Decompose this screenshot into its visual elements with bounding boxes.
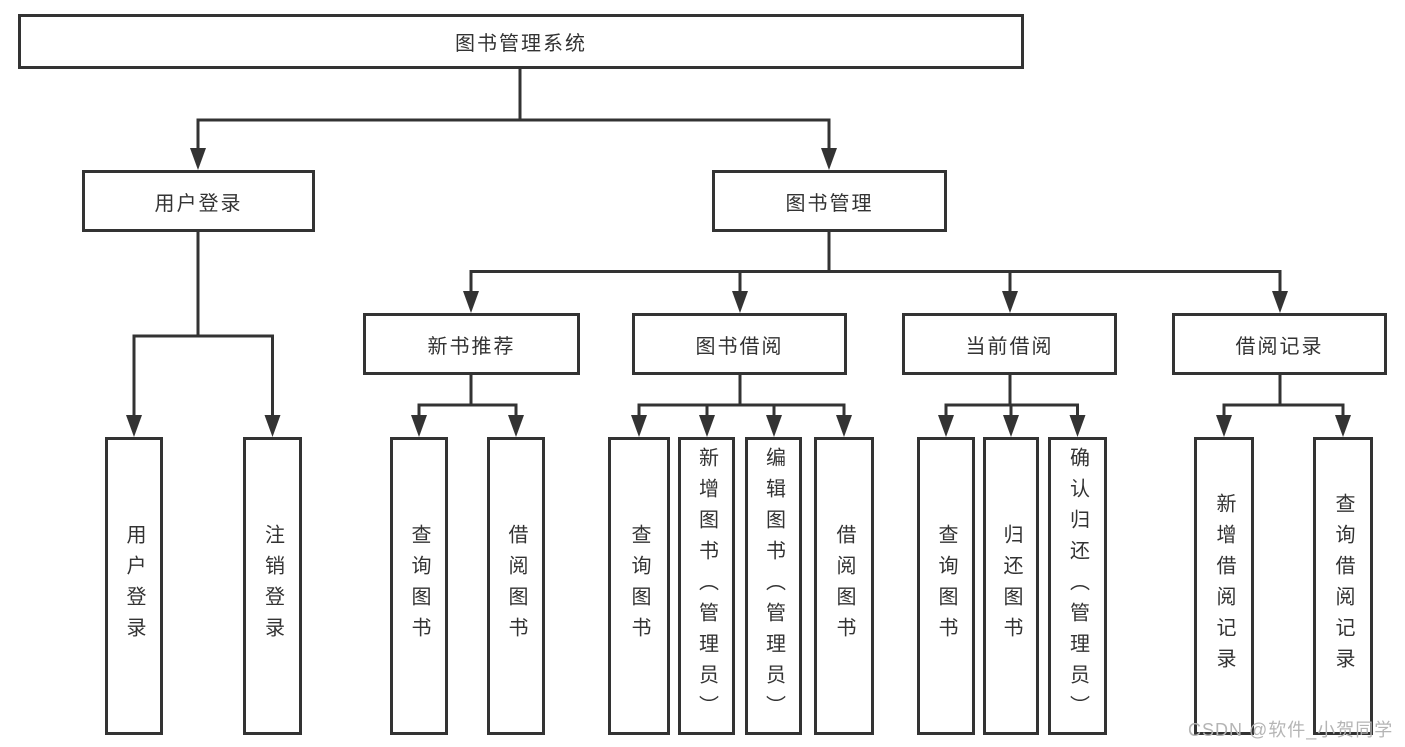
leaf-label: 查询借阅记录 bbox=[1332, 493, 1354, 679]
connector-user-split bbox=[132, 334, 274, 418]
arrow-down-icon bbox=[126, 415, 142, 437]
arrow-down-icon bbox=[699, 415, 715, 437]
arrow-down-icon bbox=[1216, 415, 1232, 437]
leaf-label: 查询图书 bbox=[628, 524, 650, 648]
arrow-down-icon bbox=[508, 415, 524, 437]
node-leaf-query-books-3: 查询图书 bbox=[917, 437, 975, 735]
node-root-library-system: 图书管理系统 bbox=[18, 14, 1024, 69]
connector-records-split bbox=[1222, 403, 1345, 418]
node-user-login: 用户登录 bbox=[82, 170, 315, 232]
leaf-label: 编辑图书（管理员） bbox=[762, 446, 785, 726]
node-leaf-edit-books-admin: 编辑图书（管理员） bbox=[745, 437, 802, 735]
arrow-down-icon bbox=[190, 148, 206, 170]
leaf-label: 查询图书 bbox=[935, 524, 957, 648]
arrow-down-icon bbox=[1272, 291, 1288, 313]
node-leaf-confirm-return-admin: 确认归还（管理员） bbox=[1048, 437, 1107, 735]
connector-borrow-split bbox=[637, 403, 846, 418]
node-current-borrow: 当前借阅 bbox=[902, 313, 1117, 375]
leaf-label: 借阅图书 bbox=[833, 524, 855, 648]
leaf-label: 确认归还（管理员） bbox=[1066, 446, 1089, 726]
node-leaf-logout: 注销登录 bbox=[243, 437, 302, 735]
node-leaf-borrow-books-1: 借阅图书 bbox=[487, 437, 545, 735]
node-leaf-add-books-admin: 新增图书（管理员） bbox=[678, 437, 735, 735]
leaf-label: 新增借阅记录 bbox=[1213, 493, 1235, 679]
arrow-down-icon bbox=[1335, 415, 1351, 437]
node-leaf-query-books-2: 查询图书 bbox=[608, 437, 670, 735]
node-leaf-user-login: 用户登录 bbox=[105, 437, 163, 735]
leaf-label: 查询图书 bbox=[408, 524, 430, 648]
arrow-down-icon bbox=[1069, 415, 1086, 437]
arrow-down-icon bbox=[1002, 291, 1018, 313]
arrow-down-icon bbox=[732, 291, 748, 313]
node-book-management: 图书管理 bbox=[712, 170, 947, 232]
arrow-down-icon bbox=[836, 415, 852, 437]
csdn-watermark: CSDN @软件_小贺同学 bbox=[1188, 720, 1394, 740]
node-new-book-recommend: 新书推荐 bbox=[363, 313, 580, 375]
arrow-down-icon bbox=[938, 415, 954, 437]
arrow-down-icon bbox=[411, 415, 427, 437]
leaf-label: 新增图书（管理员） bbox=[695, 446, 718, 726]
node-leaf-query-books-1: 查询图书 bbox=[390, 437, 448, 735]
arrow-down-icon bbox=[821, 148, 837, 170]
leaf-label: 用户登录 bbox=[123, 524, 145, 648]
connector-newbook-split bbox=[417, 403, 518, 418]
leaf-label: 借阅图书 bbox=[505, 524, 527, 648]
connector-level3 bbox=[469, 270, 1282, 295]
leaf-label: 注销登录 bbox=[261, 524, 284, 648]
node-book-borrow: 图书借阅 bbox=[632, 313, 847, 375]
node-leaf-borrow-books-2: 借阅图书 bbox=[814, 437, 874, 735]
node-leaf-add-borrow-record: 新增借阅记录 bbox=[1194, 437, 1254, 735]
arrow-down-icon bbox=[766, 415, 782, 437]
leaf-label: 归还图书 bbox=[1000, 524, 1022, 648]
arrow-down-icon bbox=[264, 415, 281, 437]
arrow-down-icon bbox=[631, 415, 647, 437]
node-leaf-return-books: 归还图书 bbox=[983, 437, 1039, 735]
arrow-down-icon bbox=[463, 291, 479, 313]
arrow-down-icon bbox=[1003, 415, 1019, 437]
node-borrow-records: 借阅记录 bbox=[1172, 313, 1387, 375]
node-leaf-query-borrow-record: 查询借阅记录 bbox=[1313, 437, 1373, 735]
connector-level2 bbox=[196, 118, 831, 152]
